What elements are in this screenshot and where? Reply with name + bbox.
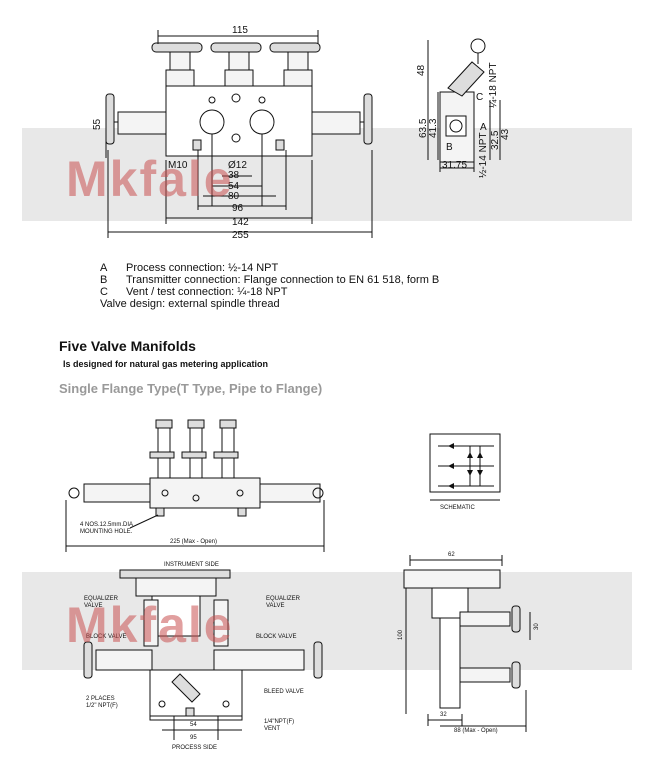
connection-legend: A Process connection: ½-14 NPT B Transmitt…	[100, 262, 439, 310]
section-title: Five Valve Manifolds	[59, 338, 196, 354]
dim-m10: M10	[168, 160, 188, 171]
dim-31-75: 31.75	[442, 160, 467, 171]
label-c: C	[476, 92, 483, 103]
instrument-side-label: INSTRUMENT SIDE	[164, 562, 219, 568]
dim-38: 38	[228, 170, 240, 181]
legend-text: Process connection: ½-14 NPT	[126, 262, 279, 274]
schematic-label: SCHEMATIC	[440, 505, 476, 511]
mounting-label-2: MOUNTING HOLE.	[80, 529, 133, 535]
equalizer-left-label: EQUALIZER	[84, 596, 119, 602]
section-subtitle: Is designed for natural gas metering app…	[63, 359, 269, 369]
legend-row-a: A Process connection: ½-14 NPT	[100, 262, 439, 274]
dim-115: 115	[232, 25, 248, 36]
dim-96: 96	[232, 203, 244, 214]
dim-54-b: 54	[190, 722, 197, 728]
dim-32: 32	[440, 712, 447, 718]
dim-63-5: 63.5	[418, 118, 429, 138]
dim-225: 225 (Max - Open)	[170, 539, 217, 545]
places-label-2: 1/2" NPT(F)	[86, 703, 118, 709]
dim-41-3: 41.3	[428, 118, 439, 138]
legend-key: C	[100, 286, 108, 298]
dim-80: 80	[228, 191, 240, 202]
equalizer-left-label-2: VALVE	[84, 603, 102, 609]
label-a: A	[480, 122, 487, 133]
legend-text: Transmitter connection: Flange connectio…	[126, 274, 440, 286]
label-npt-quarter: ¼-18 NPT	[487, 62, 499, 108]
dim-54: 54	[228, 181, 240, 192]
label-npt-half: ½-14 NPT	[478, 132, 489, 178]
legend-key: A	[100, 262, 108, 274]
dim-o12: Ø12	[228, 160, 247, 171]
watermark-top: Mkfale	[66, 151, 234, 207]
legend-text: Valve design: external spindle thread	[100, 298, 280, 310]
equalizer-right-label-2: VALVE	[266, 603, 284, 609]
process-side-label: PROCESS SIDE	[172, 745, 217, 751]
dim-255: 255	[232, 230, 249, 241]
watermark-bottom: Mkfale	[66, 597, 234, 653]
vent-label: 1/4"NPT(F)	[264, 719, 294, 725]
legend-text: Vent / test connection: ¼-18 NPT	[126, 286, 288, 298]
dim-55: 55	[92, 118, 103, 130]
dim-30: 30	[534, 623, 540, 630]
dim-62: 62	[448, 552, 455, 558]
places-label: 2 PLACES	[86, 696, 115, 702]
legend-row-c: C Vent / test connection: ¼-18 NPT	[100, 286, 439, 298]
dim-95: 95	[190, 735, 197, 741]
dim-88: 88 (Max - Open)	[454, 728, 498, 734]
block-valve-left-label: BLOCK VALVE	[86, 634, 126, 640]
dim-32-5: 32.5	[490, 130, 501, 150]
type-heading: Single Flange Type(T Type, Pipe to Flang…	[59, 381, 323, 396]
watermark-band-top	[22, 128, 632, 221]
dim-43: 43	[500, 128, 511, 140]
equalizer-right-label: EQUALIZER	[266, 596, 301, 602]
bleed-valve-label: BLEED VALVE	[264, 689, 304, 695]
mounting-label: 4 NOS.12.5mm.DIA	[80, 522, 133, 528]
dim-48: 48	[416, 64, 427, 76]
label-b: B	[446, 142, 453, 153]
dim-142: 142	[232, 217, 249, 228]
legend-row-b: B Transmitter connection: Flange connecti…	[100, 274, 439, 286]
dim-100: 100	[398, 629, 404, 640]
legend-row-valve: Valve design: external spindle thread	[100, 298, 439, 310]
vent-label-2: VENT	[264, 726, 280, 732]
legend-key: B	[100, 274, 108, 286]
block-valve-right-label: BLOCK VALVE	[256, 634, 296, 640]
